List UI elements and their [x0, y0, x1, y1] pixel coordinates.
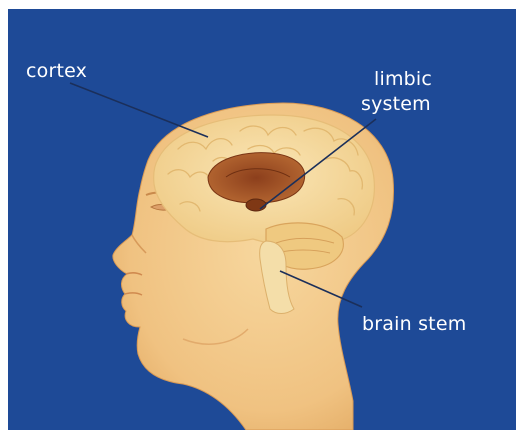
- diagram-panel: cortex limbic system brain stem: [8, 9, 516, 430]
- cortex-label: cortex: [26, 59, 87, 83]
- hippocampus: [246, 199, 266, 211]
- limbic-label-line2: system: [361, 92, 431, 116]
- brain-stem-label: brain stem: [362, 312, 466, 336]
- limbic-label-line1: limbic: [374, 67, 432, 91]
